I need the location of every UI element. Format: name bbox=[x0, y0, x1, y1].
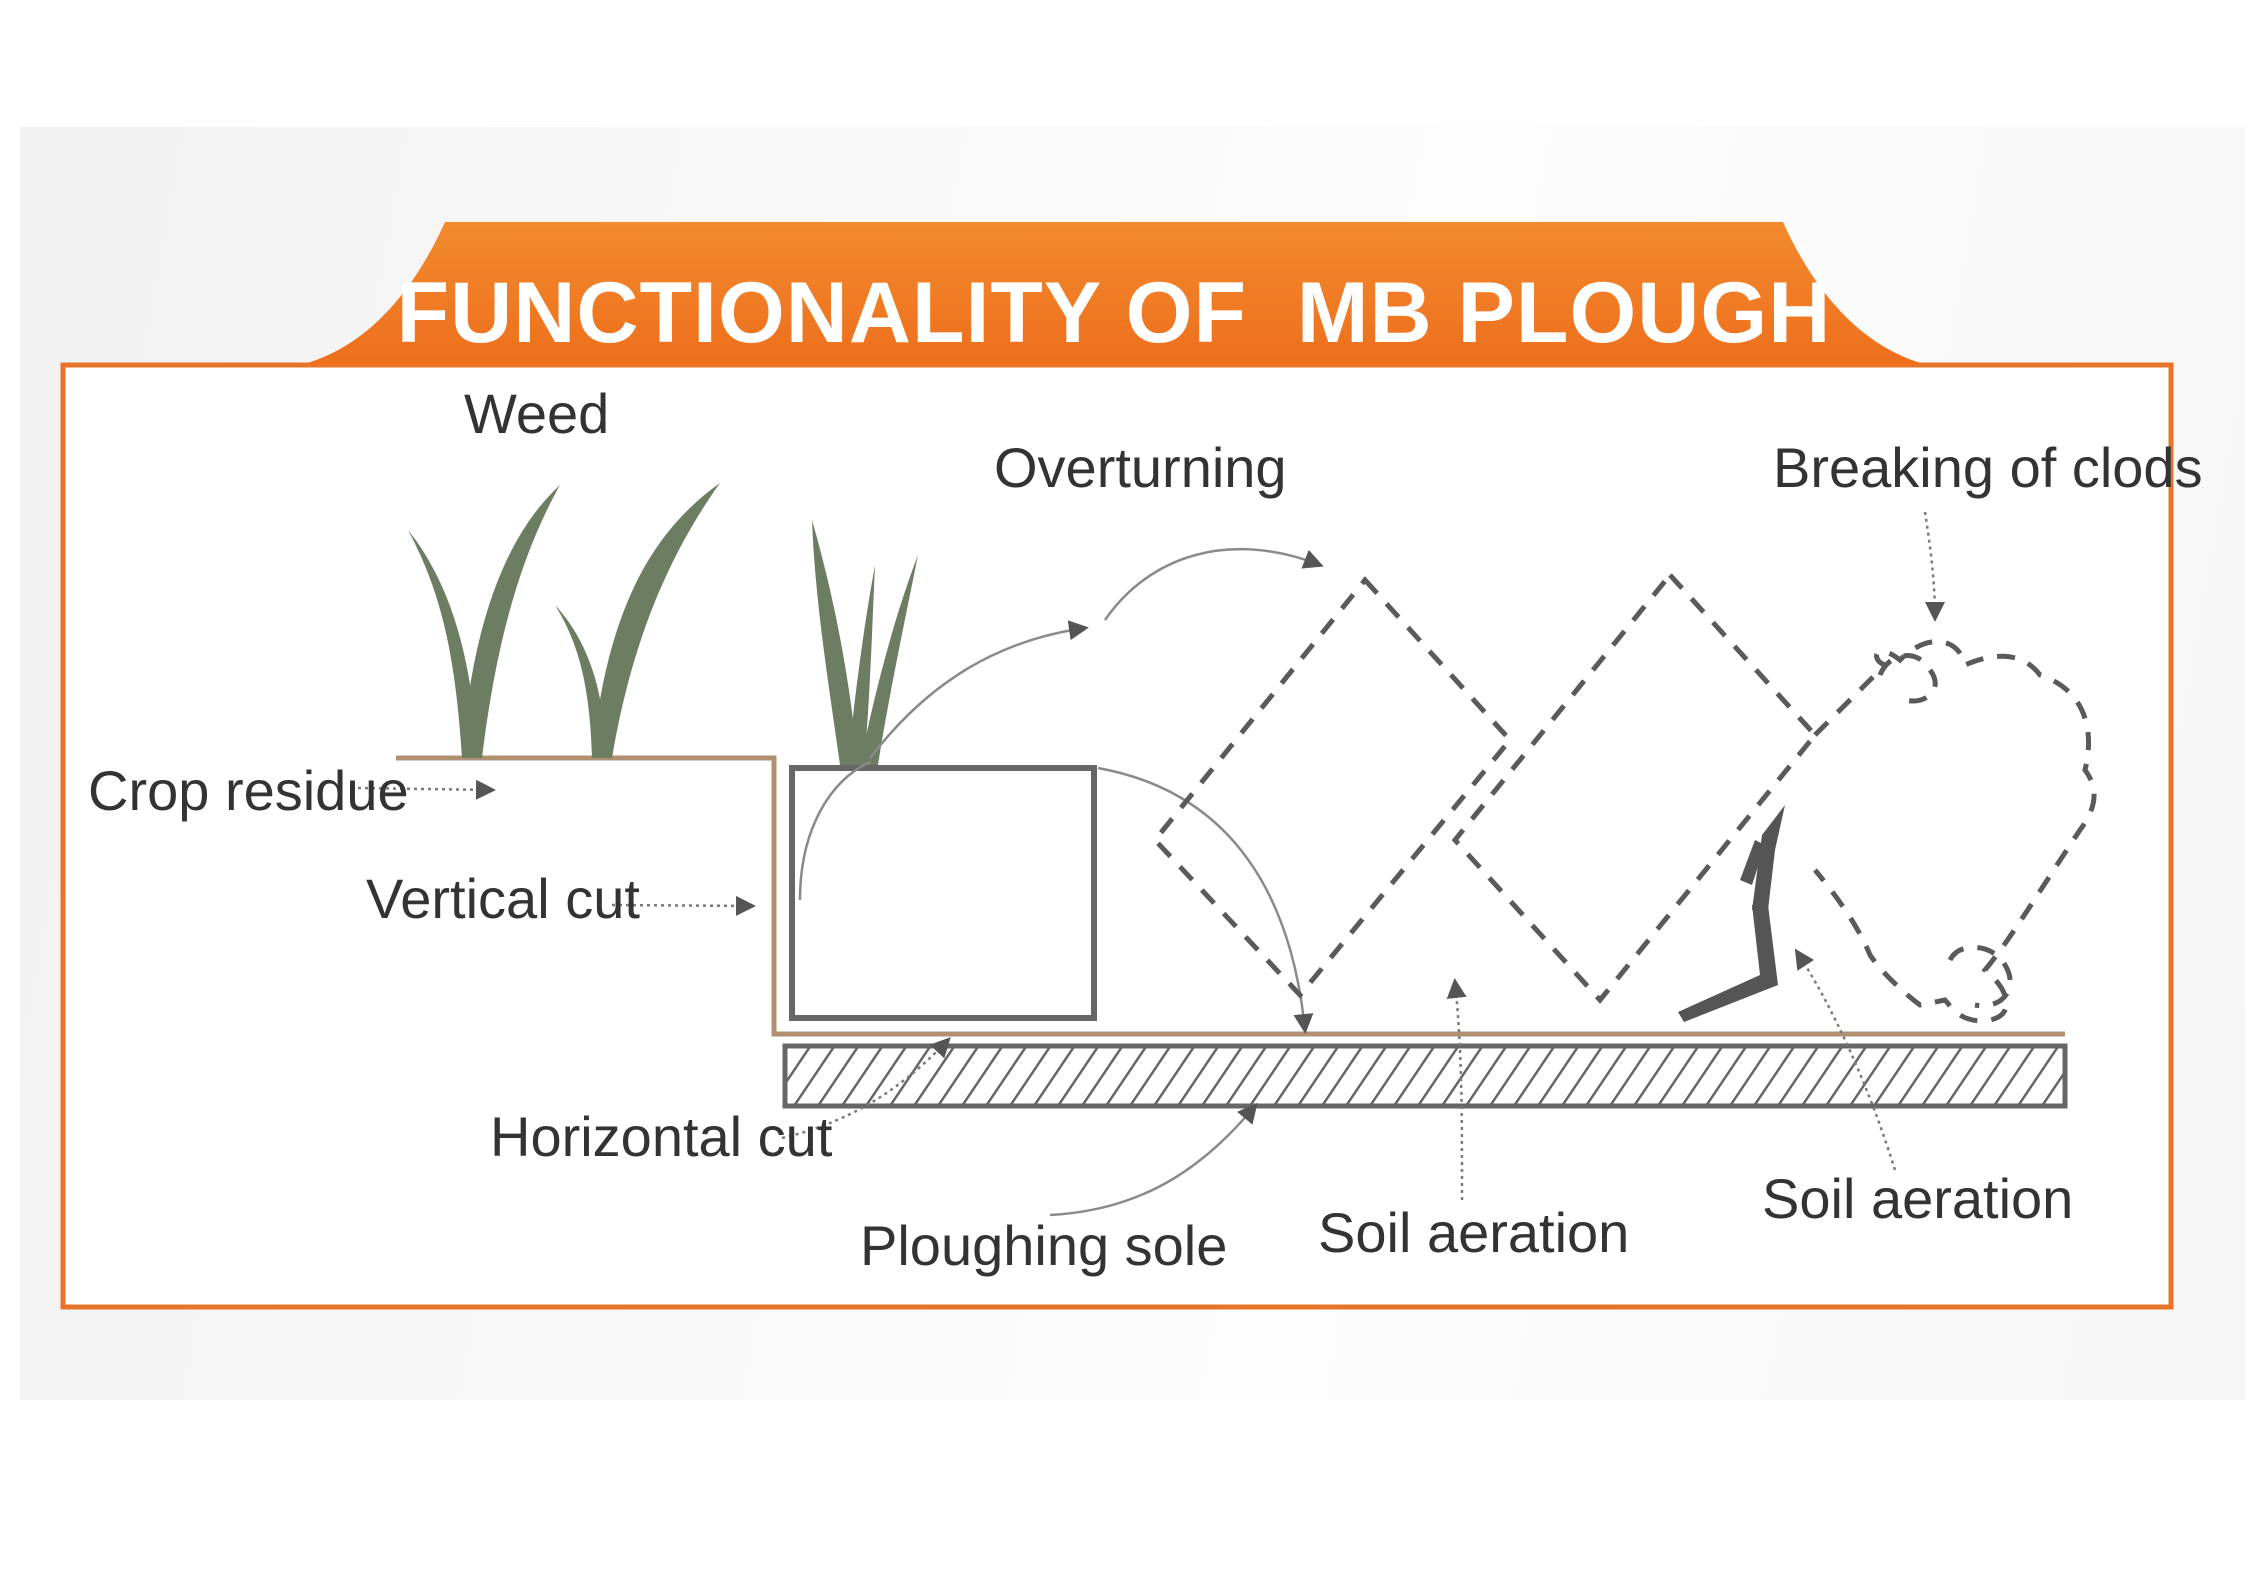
weed-icon bbox=[408, 483, 720, 758]
label-ploughing-sole: Ploughing sole bbox=[860, 1214, 1227, 1277]
plough-share-icon bbox=[1678, 905, 1778, 1022]
overturning-arrow-1 bbox=[869, 620, 1089, 759]
weed-on-block-icon bbox=[812, 520, 918, 765]
ploughing-sole-arrow bbox=[1049, 1102, 1258, 1217]
soil-aeration-2-arrow bbox=[1794, 948, 1897, 1171]
label-soil-aeration-2: Soil aeration bbox=[1762, 1167, 2073, 1230]
label-overturning: Overturning bbox=[994, 436, 1287, 499]
clods-outline bbox=[1813, 639, 2097, 1024]
horizontal-cut-arrow bbox=[781, 1037, 951, 1140]
overturned-slice-2 bbox=[1451, 571, 1819, 1004]
breaking-clods-arrow bbox=[1923, 511, 1945, 622]
content-frame bbox=[60, 362, 2174, 1310]
vertical-cut-curve bbox=[798, 760, 871, 901]
label-breaking-of-clods: Breaking of clods bbox=[1773, 436, 2203, 499]
plough-blade-back-icon bbox=[1740, 840, 1765, 885]
clod-small-top bbox=[1877, 653, 1938, 704]
crop-residue-arrow bbox=[357, 779, 496, 800]
label-crop-residue: Crop residue bbox=[88, 759, 409, 822]
label-soil-aeration-1: Soil aeration bbox=[1318, 1201, 1629, 1264]
overturning-arrow-3 bbox=[1097, 766, 1314, 1034]
clod-small-bottom bbox=[1947, 944, 2013, 1009]
overturning-arrow-2 bbox=[1103, 547, 1324, 621]
label-vertical-cut: Vertical cut bbox=[366, 867, 640, 930]
overturned-slice-1 bbox=[1151, 576, 1514, 999]
page-title: FUNCTIONALITY OF MB PLOUGH bbox=[397, 265, 1832, 361]
vertical-cut-arrow bbox=[611, 895, 756, 916]
title-banner bbox=[300, 222, 1928, 365]
label-horizontal-cut: Horizontal cut bbox=[490, 1105, 833, 1168]
label-weed: Weed bbox=[464, 382, 609, 445]
soil-surface-line bbox=[396, 755, 2065, 1037]
plough-blade-icon bbox=[1752, 805, 1785, 910]
ploughing-sole-bar bbox=[782, 1043, 2068, 1109]
soil-block bbox=[789, 765, 1097, 1021]
